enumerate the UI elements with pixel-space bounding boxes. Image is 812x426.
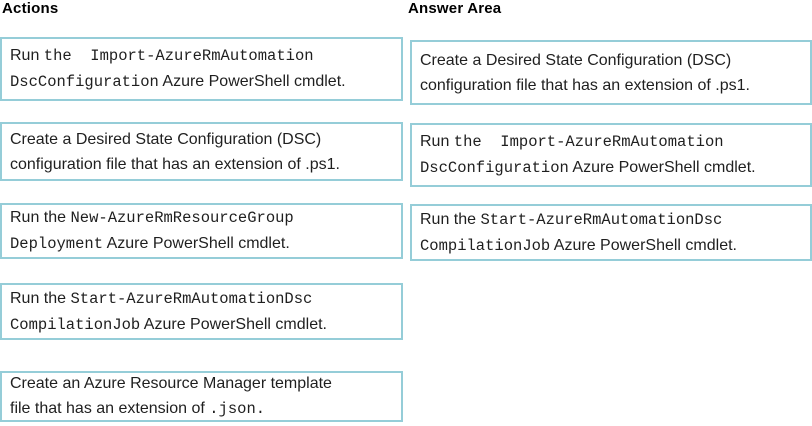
answer-area-column-title: Answer Area: [408, 0, 502, 17]
card-text-line: Run the New-AzureRmResourceGroup: [10, 209, 294, 227]
card-text-line: Run the Start-AzureRmAutomationDsc: [420, 210, 723, 229]
card-text-line: Deployment Azure PowerShell cmdlet.: [10, 235, 290, 253]
card-text-line: Run the Import-AzureRmAutomation: [420, 133, 724, 151]
card-text-line: CompilationJob Azure PowerShell cmdlet.: [420, 236, 737, 255]
card-text-line: CompilationJob Azure PowerShell cmdlet.: [10, 315, 327, 334]
action-card-create-arm-template[interactable]: Create an Azure Resource Manager templat…: [0, 371, 403, 422]
card-text-line: Create a Desired State Configuration (DS…: [10, 130, 322, 148]
card-text-line: configuration file that has an extension…: [420, 76, 750, 94]
card-text-line: Create an Azure Resource Manager templat…: [10, 375, 332, 392]
card-text-line: Run the Start-AzureRmAutomationDsc: [10, 289, 313, 308]
card-text-line: configuration file that has an extension…: [10, 155, 340, 173]
answer-slot-1-create-dsc-file[interactable]: Create a Desired State Configuration (DS…: [410, 40, 812, 105]
card-text-line: Run the Import-AzureRmAutomation: [10, 47, 314, 65]
actions-column-title: Actions: [2, 0, 59, 17]
card-text-line: file that has an extension of .json.: [10, 400, 266, 418]
action-card-create-dsc-file[interactable]: Create a Desired State Configuration (DS…: [0, 122, 403, 181]
card-text-line: DscConfiguration Azure PowerShell cmdlet…: [10, 73, 346, 91]
card-text-line: Create a Desired State Configuration (DS…: [420, 51, 732, 69]
card-text-line: DscConfiguration Azure PowerShell cmdlet…: [420, 159, 756, 177]
